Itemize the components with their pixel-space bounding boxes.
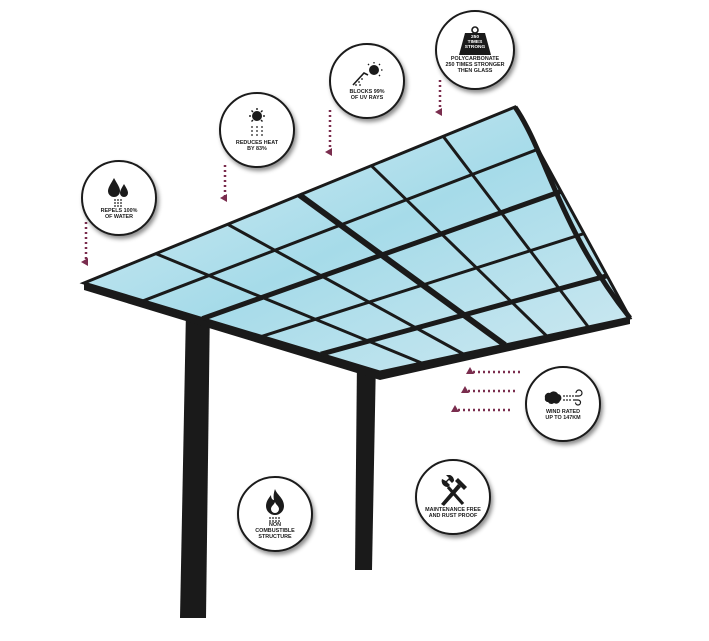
roof-purlin [441,135,590,328]
feature-caption-uv: BLOCKS 99%OF UV RAYS [349,88,385,101]
front-post [180,302,210,618]
feature-badge-water: REPELS 100%OF WATER [81,160,157,236]
feature-badge-uv: BLOCKS 99%OF UV RAYS [329,43,405,119]
sun-heat-icon [249,107,265,136]
weight-label: 250 TIMES STRONG [464,34,486,51]
tools-icon [441,474,467,506]
roof-purlin [155,252,423,365]
roof-purlin [226,223,465,356]
water-drops-icon [108,177,128,207]
weight-icon: 250 TIMES STRONG [457,25,493,56]
flame-icon [266,488,284,522]
rear-post [355,358,376,570]
roof-frame-grid [142,135,608,365]
wind-icon [544,389,583,406]
arrows-wind [451,367,520,412]
roof-purlin [370,164,548,338]
roof-purlin [297,192,507,348]
uv-shield-icon [352,61,383,86]
roof-rim [512,105,632,320]
feature-caption-water: REPELS 100%OF WATER [100,207,138,220]
